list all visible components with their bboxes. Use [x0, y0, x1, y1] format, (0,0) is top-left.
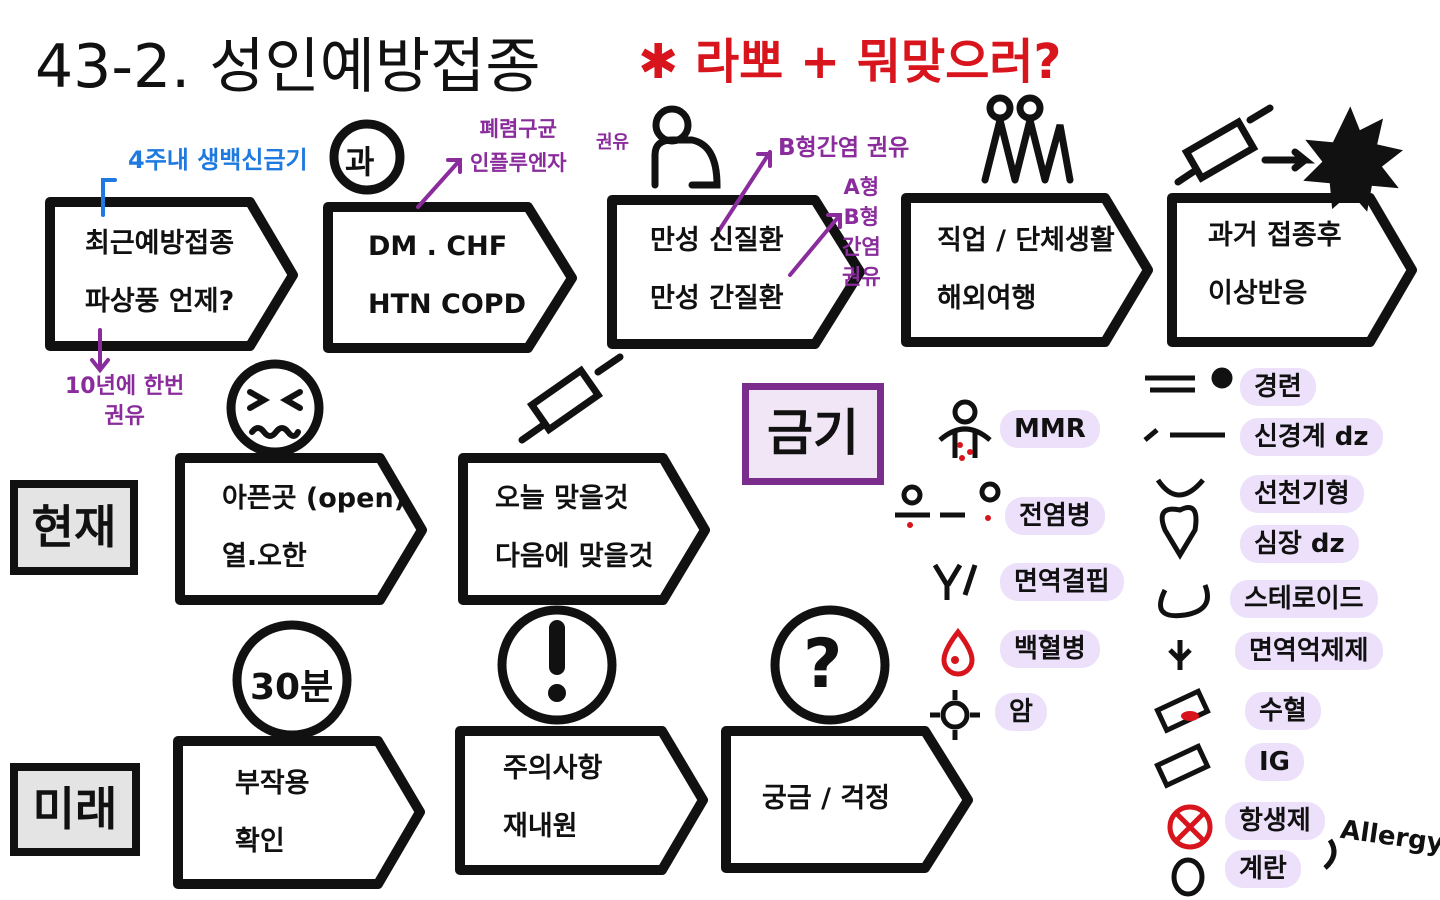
contra-right-item: 항생제	[1225, 802, 1325, 840]
present-box-1-text: 아픈곳 (open) 열.오한	[222, 470, 406, 586]
present-box-2	[458, 453, 710, 605]
future-box-2	[455, 726, 708, 875]
contra-left-item: 백혈병	[1000, 630, 1100, 668]
box-line: 직업 / 단체생활	[937, 225, 1115, 256]
hav-hbv-line: A형	[843, 175, 880, 199]
box-line: 다음에 맞을것	[495, 541, 654, 572]
hav-hbv-line: B형	[843, 205, 879, 229]
contraindication-icons	[895, 367, 1337, 897]
contra-right-item: 경련	[1240, 368, 1316, 406]
exclamation-glyph	[548, 620, 566, 702]
hav-hbv-note: A형 B형 간염 권유	[842, 172, 881, 292]
question-icon	[770, 605, 890, 725]
box-line: 부작용	[235, 768, 310, 799]
face-details	[247, 389, 303, 439]
box-line: 열.오한	[222, 541, 307, 572]
box-line: 파상풍 언제?	[85, 286, 235, 317]
title-note: ✱ 라뽀 + 뭐맞으러?	[638, 22, 1061, 92]
box-line: HTN COPD	[368, 289, 526, 320]
contra-right-item: 선천기형	[1240, 475, 1364, 513]
contraindication-label: 금기	[742, 383, 884, 485]
past-box-1	[45, 197, 298, 351]
box-line: 확인	[235, 826, 285, 857]
hav-hbv-line: 권유	[842, 265, 881, 289]
icons-top	[90, 94, 1403, 444]
arrow-icon	[416, 158, 462, 209]
future-label: 미래	[10, 763, 140, 856]
page-title: 43-2. 성인예방접종	[35, 18, 541, 105]
box-line: 재내원	[503, 811, 578, 842]
past-box-2	[323, 202, 577, 353]
tetanus-note: 10년에 한번 권유	[65, 372, 184, 432]
present-box-1	[175, 453, 427, 605]
syringe-icon	[1174, 104, 1315, 186]
box-line: 주의사항	[503, 753, 603, 784]
pneumo-note-line: 인플루엔자	[470, 151, 567, 175]
contra-right-item: 스테로이드	[1230, 580, 1378, 618]
contra-right-item: IG	[1245, 743, 1305, 781]
clock-circle-label: 30분	[250, 667, 334, 708]
doctor-icon	[651, 105, 721, 189]
group-people-icon	[981, 94, 1074, 184]
past-box-2-text: DM . CHF HTN COPD	[368, 218, 526, 334]
contra-left-item: MMR	[1000, 410, 1100, 448]
clock-circle	[232, 620, 352, 740]
box-line: DM . CHF	[368, 231, 508, 262]
tetanus-note-line: 10년에 한번	[65, 374, 185, 399]
past-circle	[329, 119, 405, 195]
asterisk-icon: ✱	[638, 34, 679, 90]
title-number: 43-2.	[35, 32, 191, 102]
contra-right-item: 면역억제제	[1235, 632, 1383, 670]
box-line: 만성 신질환	[650, 225, 784, 256]
arrow-icon	[101, 178, 117, 217]
tetanus-note-line: 권유	[104, 404, 145, 429]
pneumo-note: 폐렴구균 인플루엔자	[470, 112, 567, 180]
hbv-note: B형간염 권유	[778, 135, 910, 161]
contra-right-item: 수혈	[1245, 692, 1321, 730]
box-line: 궁금 / 걱정	[762, 783, 891, 814]
syringe-icon-2	[518, 353, 624, 444]
past-box-4	[901, 193, 1153, 347]
title-note-text: 라뽀 + 뭐맞으러?	[694, 34, 1062, 90]
future-box-3-text: 궁금 / 걱정	[762, 770, 890, 828]
past-box-3	[607, 195, 865, 349]
burst-icon	[1303, 106, 1403, 212]
future-box-3	[721, 726, 973, 873]
contra-left-item: 면역결핍	[1000, 563, 1124, 601]
sad-face-icon	[226, 359, 324, 457]
box-line: 오늘 맞을것	[495, 483, 629, 514]
contra-right-item: 계란	[1225, 850, 1301, 888]
contra-right-item: 신경계 dz	[1240, 418, 1383, 456]
arrow-icon	[90, 328, 110, 374]
pneumo-note-line: 폐렴구균	[479, 117, 557, 141]
past-circle-label: 과	[345, 143, 375, 181]
box-line: 최근예방접종	[85, 228, 235, 259]
contra-left-item: 전염병	[1005, 497, 1105, 535]
box-line: 만성 간질환	[650, 283, 784, 314]
present-label: 현재	[10, 480, 138, 575]
box-line: 이상반응	[1208, 278, 1308, 309]
question-glyph: ?	[803, 625, 843, 704]
arrow-icon	[716, 150, 772, 234]
pneumo-suffix: 권유	[596, 132, 630, 153]
title-text: 성인예방접종	[209, 32, 541, 102]
box-line: 아픈곳 (open)	[222, 483, 407, 514]
hav-hbv-line: 간염	[842, 235, 881, 259]
contra-right-item: 심장 dz	[1240, 525, 1359, 563]
arrow-icon	[788, 213, 842, 277]
box-line: 과거 접종후	[1208, 220, 1342, 251]
box-line: 해외여행	[937, 283, 1037, 314]
live-vaccine-note: 4주내 생백신금기	[128, 146, 308, 174]
contra-left-item: 암	[995, 693, 1047, 731]
future-box-1	[173, 736, 425, 889]
rash-dots	[907, 442, 991, 664]
